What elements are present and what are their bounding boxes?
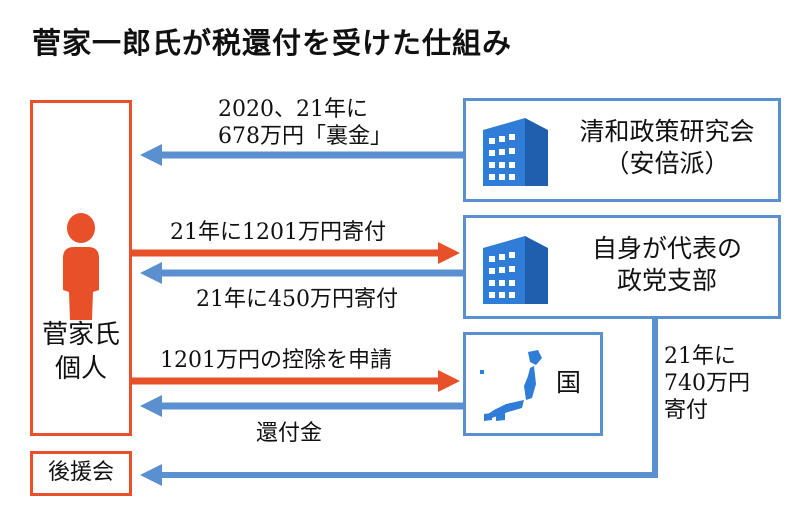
building-icon-seiwakai <box>483 118 548 186</box>
building-icon-branch <box>483 236 548 304</box>
deduction-caption: 1201万円の控除を申請 <box>160 348 392 373</box>
donation-to-branch-arrow <box>132 242 460 264</box>
refund-arrow <box>140 395 463 417</box>
individual-label-line2: 個人 <box>54 354 107 384</box>
koenkai-label: 後援会 <box>47 460 114 485</box>
individual-label: 菅家氏 個人 <box>35 318 127 386</box>
deduction-arrow <box>132 370 460 392</box>
branch-label-line1: 自身が代表の <box>591 234 742 263</box>
seiwakai-label: 清和政策研究会 （安倍派） <box>560 116 774 180</box>
branch-label-line2: 政党支部 <box>616 266 717 295</box>
donation-from-branch-caption: 21年に450万円寄付 <box>196 287 398 312</box>
uragane-caption-line1: 2020、21年に <box>218 97 368 122</box>
branch-label: 自身が代表の 政党支部 <box>560 233 774 297</box>
koenkai-box <box>30 451 132 496</box>
uragane-caption-line2: 678万円「裏金」 <box>218 124 392 149</box>
donation-to-koenkai-line2: 740万円 <box>664 371 750 396</box>
page-title: 菅家一郎氏が税還付を受けた仕組み <box>32 26 513 60</box>
uragane-caption: 2020、21年に 678万円「裏金」 <box>218 96 392 150</box>
refund-caption: 還付金 <box>256 421 323 446</box>
japan-map-icon <box>480 350 542 421</box>
uragane-arrow <box>140 144 463 166</box>
kuni-label: 国 <box>556 368 582 397</box>
donation-to-koenkai-arrow <box>140 319 658 486</box>
donation-to-koenkai-line1: 21年に <box>664 344 736 369</box>
donation-to-koenkai-caption: 21年に 740万円 寄付 <box>664 343 750 424</box>
donation-to-koenkai-line3: 寄付 <box>664 398 709 423</box>
individual-label-line1: 菅家氏 <box>41 320 120 350</box>
seiwakai-label-line1: 清和政策研究会 <box>579 117 755 146</box>
person-icon <box>63 213 99 320</box>
seiwakai-label-line2: （安倍派） <box>604 149 730 178</box>
donation-to-branch-caption: 21年に1201万円寄付 <box>170 220 386 245</box>
donation-from-branch-arrow <box>140 262 463 284</box>
